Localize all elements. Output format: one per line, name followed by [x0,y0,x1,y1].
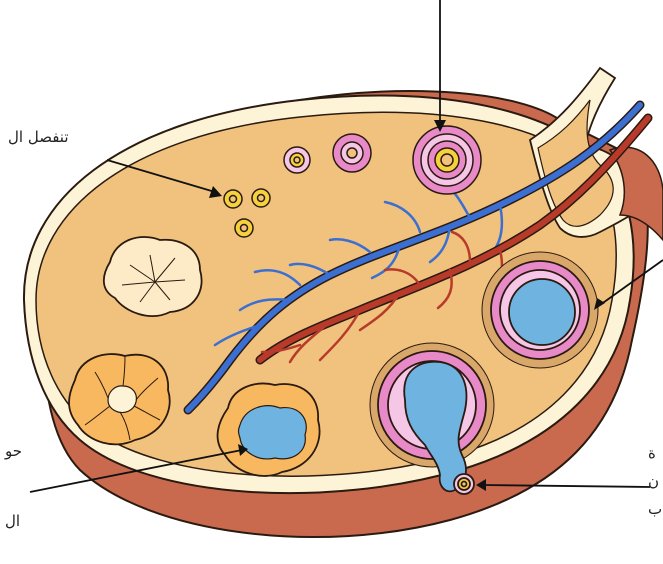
label-bottom-right-1: ة [648,444,656,462]
corpus-hemorrhagicum-clot [239,406,307,459]
label-bottom-left-2: ال [5,512,20,530]
primary-follicle [284,147,310,173]
label-bottom-right-2: ن [648,472,659,490]
mature-follicle [482,252,598,368]
secondary-follicle [333,134,371,172]
label-bottom-left-1: حو [5,442,22,460]
label-bottom-right-3: ب [648,500,662,518]
growing-follicle [413,126,481,194]
corpus-luteum-core [108,386,136,413]
label-top-left: تنفصل ال [8,128,69,146]
